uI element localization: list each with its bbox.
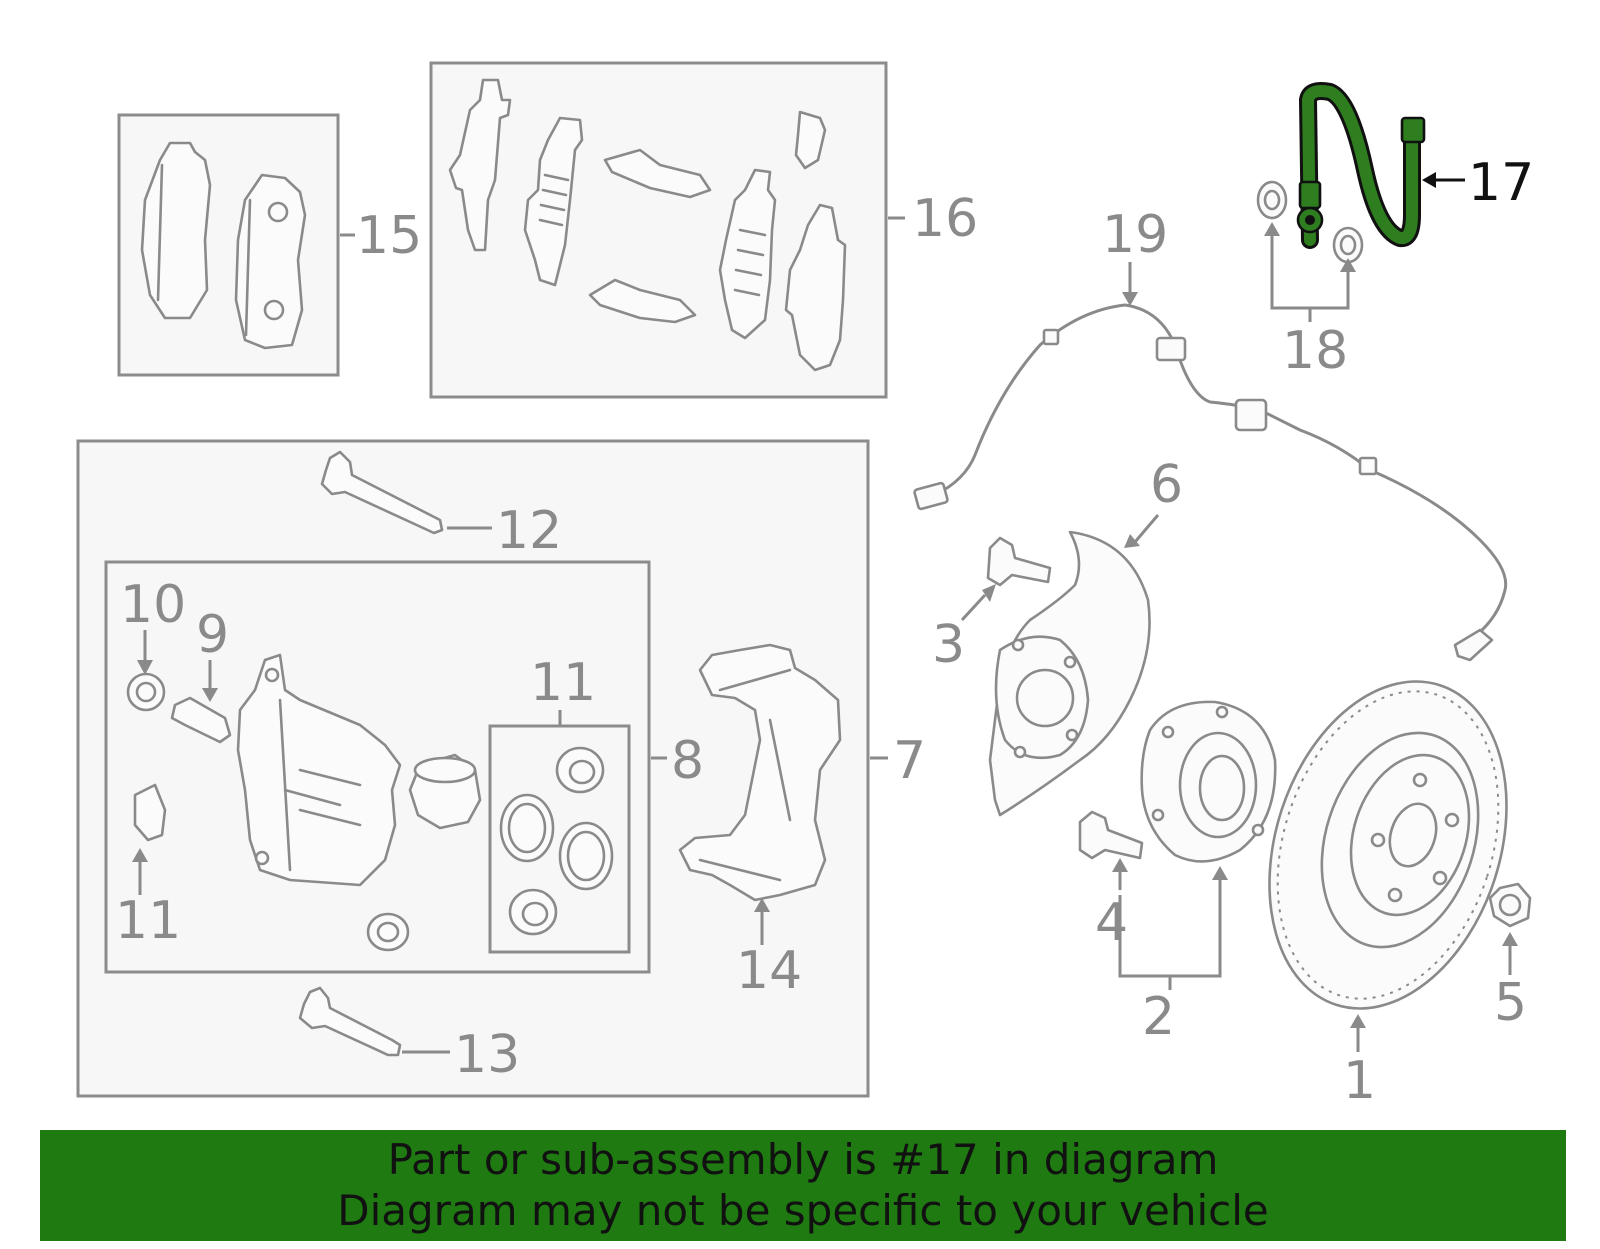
wire-clip-3 [1234, 398, 1268, 432]
label-19: 19 [1102, 205, 1168, 265]
brake-rotor-1: 1 [1268, 680, 1508, 1111]
brake-pad-2 [234, 173, 307, 350]
label-18: 18 [1282, 321, 1348, 381]
label-15: 15 [356, 206, 422, 266]
label-3: 3 [932, 615, 965, 675]
hose-fitting-top [1400, 116, 1426, 144]
label-13: 13 [454, 1025, 520, 1085]
label-17: 17 [1468, 153, 1534, 213]
wheel-stud-4: 4 [1078, 810, 1144, 953]
anti-squeal-shim-right [718, 168, 777, 340]
pad-set-box: 15 [117, 113, 422, 377]
label-6: 6 [1150, 455, 1183, 515]
abs-sensor-19: 19 [913, 205, 1508, 662]
banner-line-1: Part or sub-assembly is #17 in diagram [387, 1135, 1219, 1184]
caliper-body [236, 653, 402, 887]
wire-clip-4 [1358, 456, 1378, 476]
label-4: 4 [1095, 893, 1128, 953]
label-14: 14 [736, 941, 802, 1001]
label-11-left: 11 [115, 891, 181, 951]
anti-squeal-shim-mid [523, 116, 584, 287]
banner-line-2: Diagram may not be specific to your vehi… [337, 1186, 1269, 1235]
anti-squeal-shim-left [448, 78, 512, 252]
wheel-speed-sensor [1453, 628, 1494, 662]
seal-kit-box: 11 [488, 653, 631, 954]
info-banner: Part or sub-assembly is #17 in diagram D… [40, 1130, 1566, 1241]
label-1: 1 [1343, 1051, 1376, 1111]
label-10: 10 [120, 575, 186, 635]
bolt-3: 3 [932, 536, 1052, 675]
label-2: 2 [1142, 987, 1175, 1047]
dust-shield-6: 6 [988, 455, 1183, 817]
caliper-assembly-box: 12 13 10 9 11 [76, 439, 926, 1098]
hub-bearing-2: 2 [1118, 700, 1277, 1047]
caliper-housing-box: 10 9 11 8 1 [104, 560, 704, 974]
label-12: 12 [496, 501, 562, 561]
guide-pin-13 [298, 986, 402, 1057]
pad-retainer-clip-top [603, 148, 712, 199]
pad-retainer-clip-bottom [588, 278, 697, 324]
wire-clip-2 [1155, 336, 1187, 362]
dust-boot-11-left [133, 783, 167, 842]
hose-fitting-bottom [1298, 180, 1322, 210]
label-7: 7 [893, 731, 926, 791]
label-16: 16 [912, 189, 978, 249]
anti-squeal-shim-far [784, 203, 847, 372]
pad-hardware-box: 16 [429, 61, 978, 399]
sensor-connector [913, 481, 949, 511]
brake-hose-17: 17 [1296, 82, 1534, 249]
guide-pin-12 [320, 450, 444, 535]
wear-indicator [794, 110, 827, 170]
caliper-bracket-14 [678, 643, 842, 902]
label-5: 5 [1494, 973, 1527, 1033]
label-9: 9 [196, 605, 229, 665]
washers-18: 18 [1256, 180, 1364, 381]
lug-nut-5: 5 [1488, 882, 1532, 1033]
label-11-top: 11 [530, 653, 596, 713]
bleeder-screw-9 [170, 696, 232, 744]
wire-clip-1 [1042, 328, 1060, 346]
label-8: 8 [671, 731, 704, 791]
